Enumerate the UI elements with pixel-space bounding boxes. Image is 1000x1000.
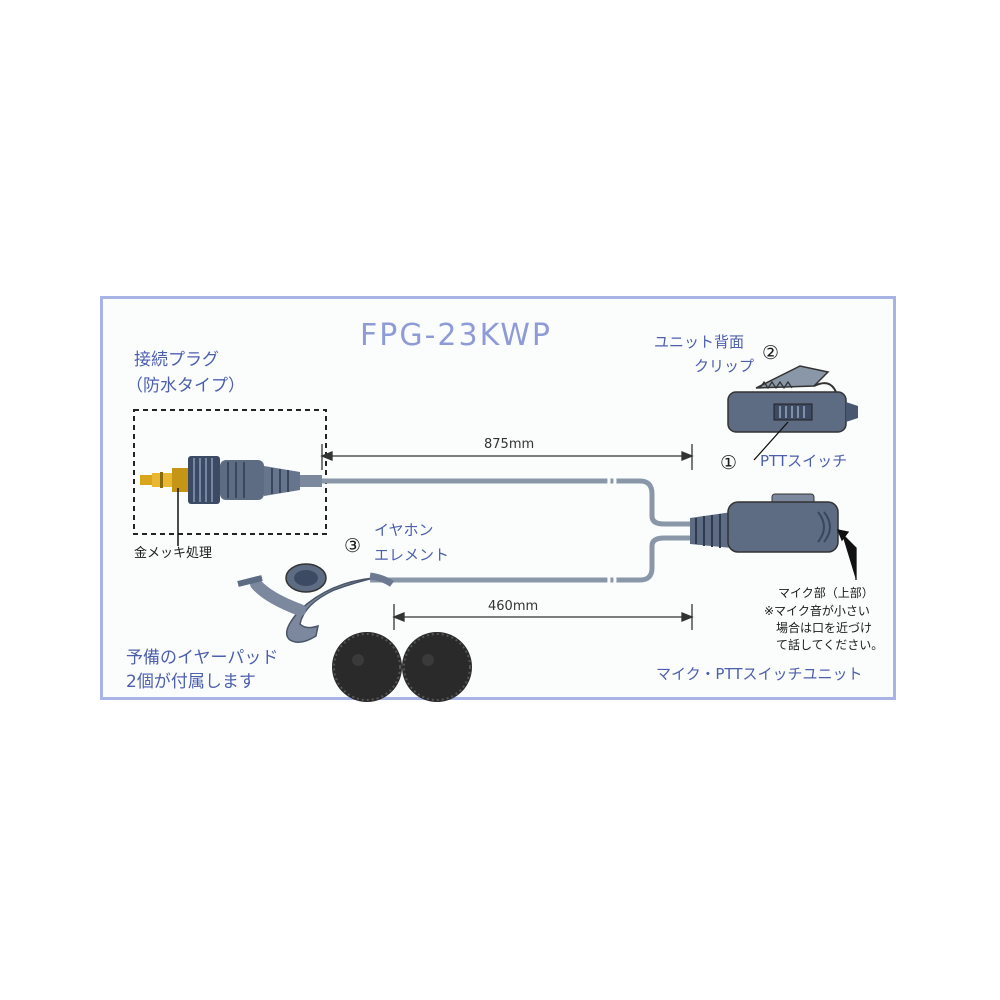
earphone-number: ③	[344, 535, 362, 557]
plug-sub-label: （防水タイプ）	[126, 376, 245, 396]
ptt-pointer	[753, 421, 789, 461]
ptt-switch-label: PTTスイッチ	[760, 452, 848, 470]
earphone-label-line1: イヤホン	[374, 521, 434, 539]
mic-note-line1: ※マイク音が小さい	[764, 604, 870, 618]
earphone-label-line2: エレメント	[374, 546, 450, 564]
unit-back-icon	[727, 391, 858, 433]
mic-ptt-unit-icon	[690, 493, 839, 553]
plug-label: 接続プラグ	[134, 350, 219, 370]
cable-break-mark	[604, 469, 617, 493]
mic-pointer	[836, 529, 857, 580]
dim-460-line	[392, 604, 694, 630]
plug-highlight-box	[133, 409, 327, 535]
clip-icon	[755, 365, 837, 393]
plug-icon	[140, 456, 322, 504]
main-cable	[320, 478, 690, 527]
dim-875-line	[320, 444, 694, 470]
mic-label: マイク部（上部）	[778, 586, 874, 600]
clip-label-line1: ユニット背面	[654, 333, 745, 351]
earphone-icon	[237, 563, 395, 643]
clip-label-line2: クリップ	[694, 357, 755, 375]
clip-number: ②	[762, 342, 780, 364]
earpad-icon	[332, 632, 402, 702]
dim-875-label: 875mm	[484, 437, 535, 452]
cable-break-mark	[604, 568, 617, 592]
ptt-number: ①	[720, 452, 738, 474]
diagram-title: FPG-23KWP	[360, 318, 552, 353]
dim-460-label: 460mm	[488, 599, 539, 614]
earphone-cable	[370, 535, 690, 583]
mic-note-line2: 場合は口を近づけ	[776, 621, 873, 635]
earpad-label-line1: 予備のイヤーパッド	[126, 648, 279, 668]
gold-plating-label: 金メッキ処理	[134, 546, 213, 561]
earpad-icon	[402, 632, 472, 702]
unit-name-label: マイク・PTTスイッチユニット	[656, 665, 863, 683]
mic-note-line3: て話してください。	[776, 638, 884, 652]
earpad-label-line2: 2個が付属します	[126, 672, 256, 692]
